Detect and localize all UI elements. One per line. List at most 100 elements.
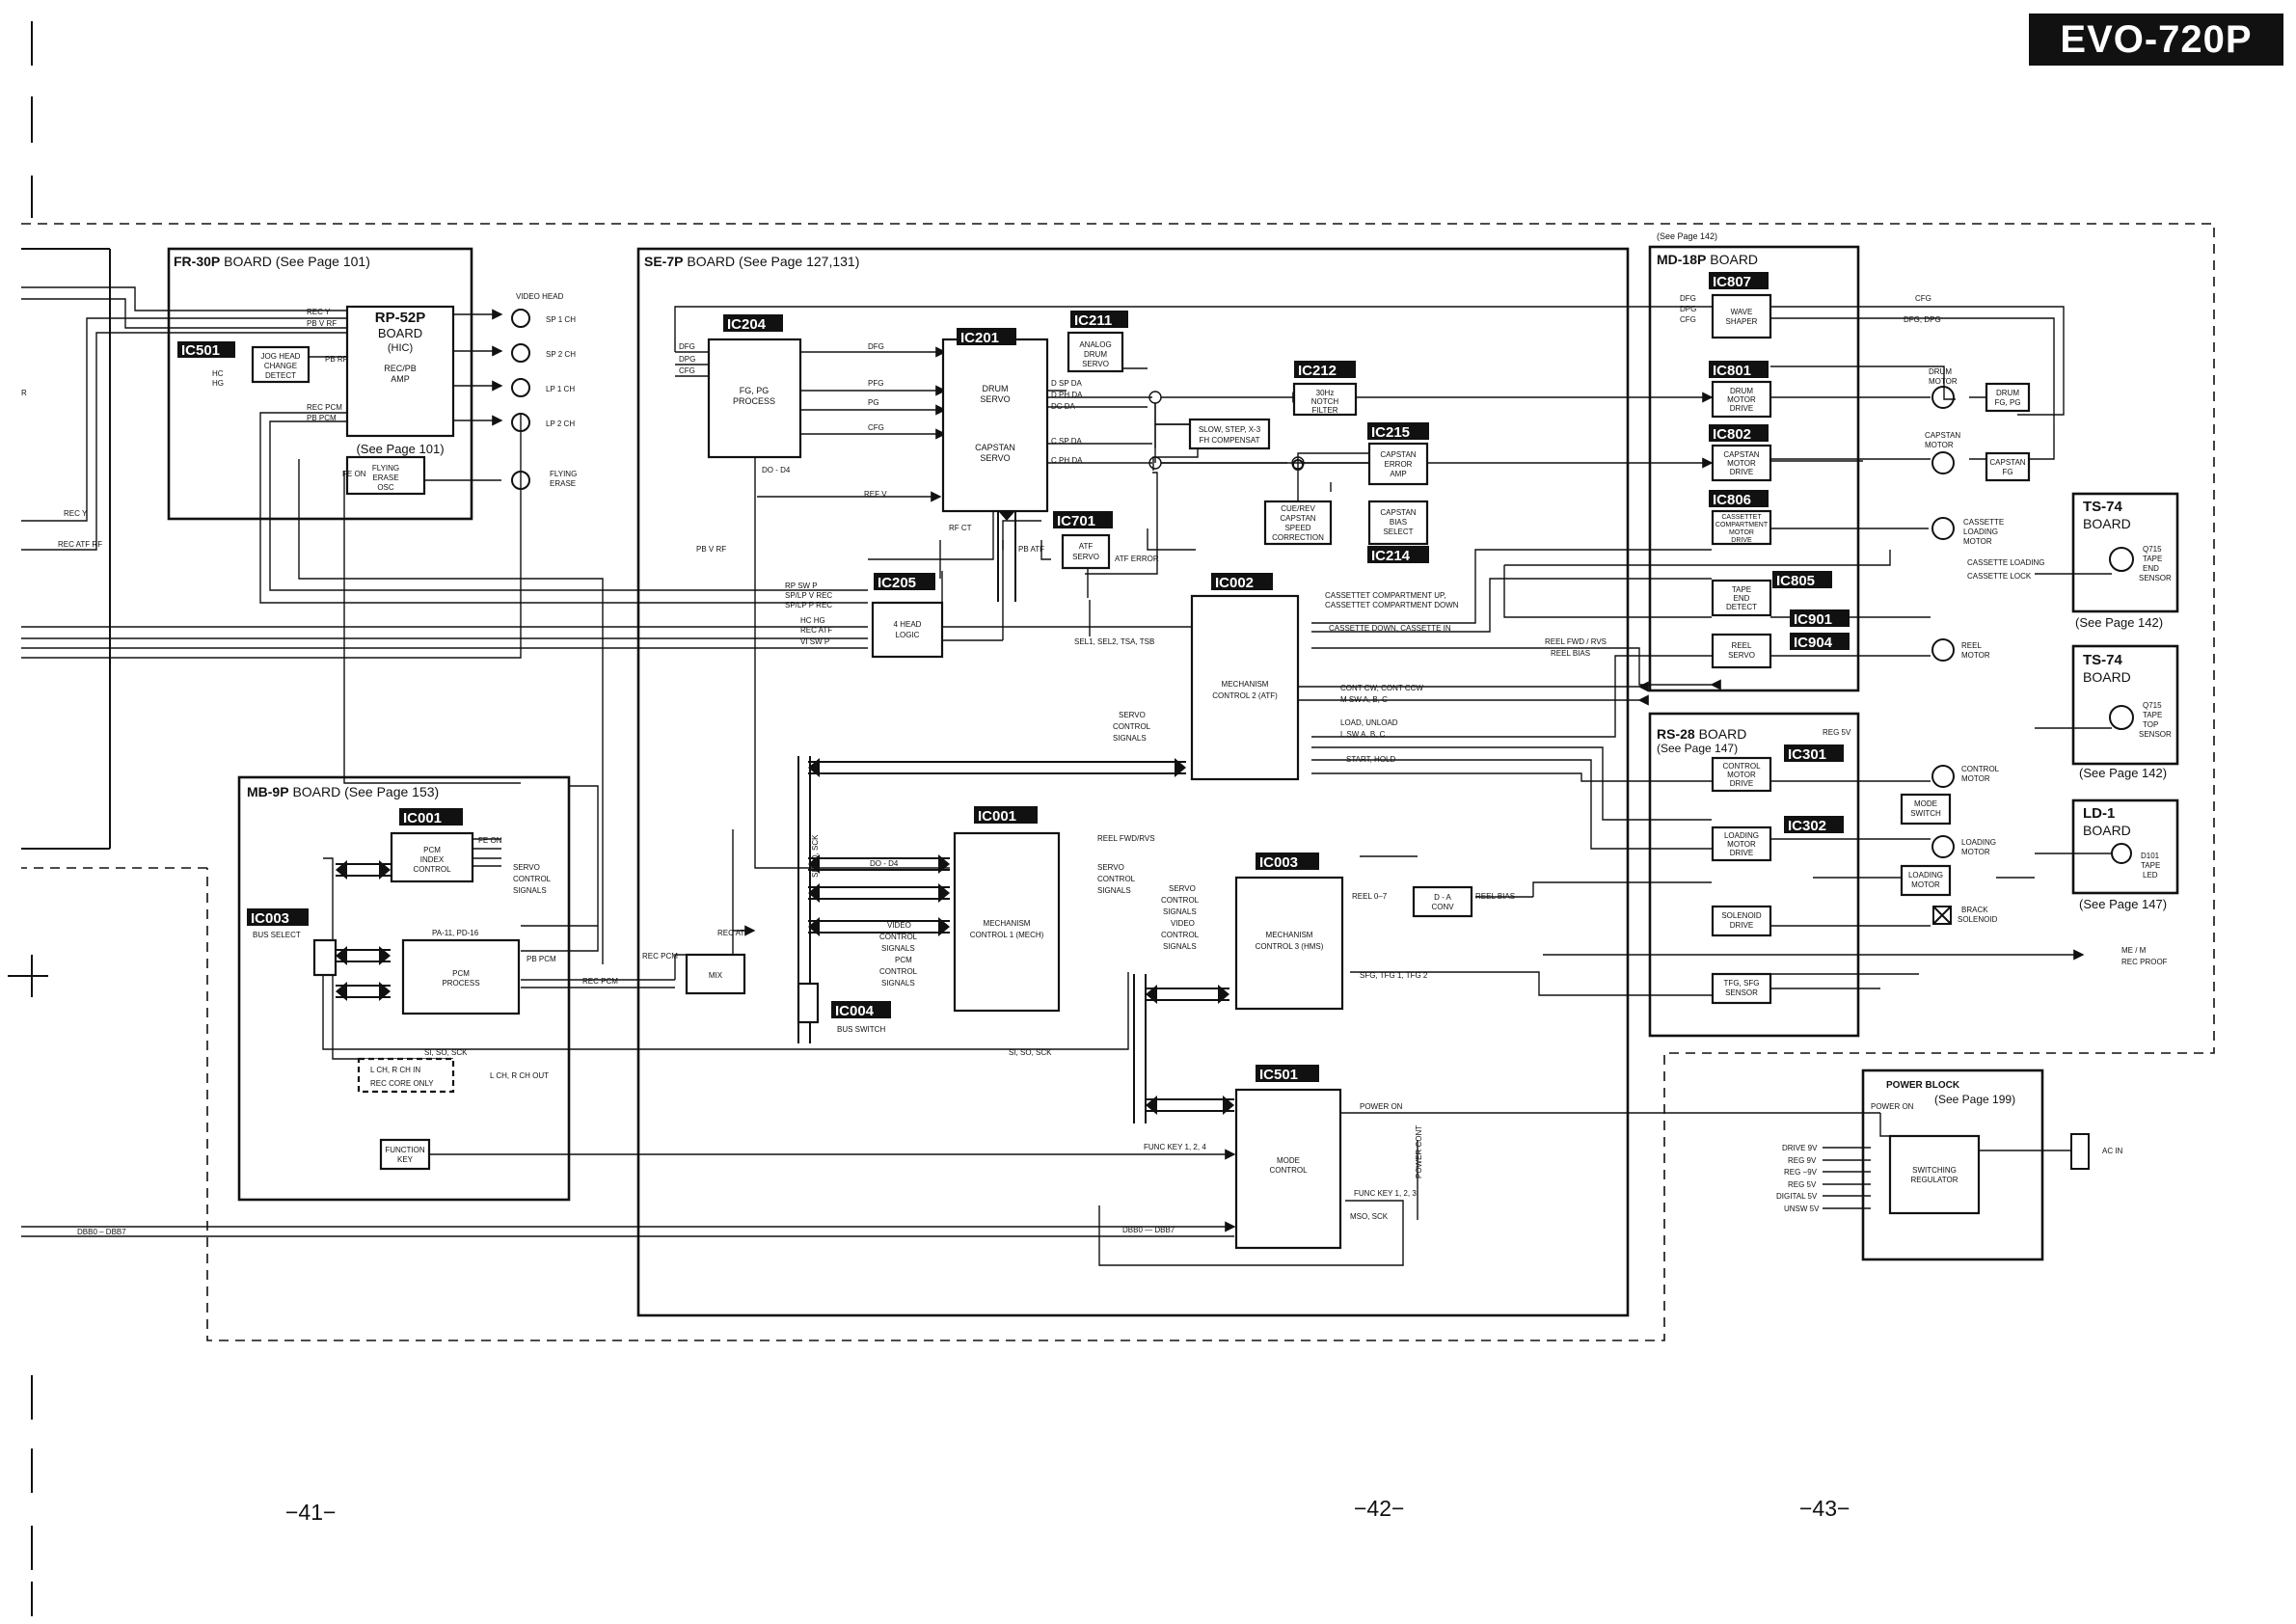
lbl-drive9: DRIVE 9V — [1782, 1144, 1818, 1152]
lbl-sp2: SP 2 CH — [546, 350, 576, 359]
badge-ic807: IC807 — [1713, 274, 1751, 290]
badge-ic212: IC212 — [1298, 363, 1337, 379]
lm-1: LOADING — [1908, 871, 1943, 880]
lbl-pb-v-rf-se: PB V RF — [696, 545, 726, 554]
dmd-1: DRUM — [1730, 387, 1753, 395]
board-ts74b: TS-74 BOARD (See Page 142) — [2071, 644, 2179, 780]
lbl-splp-v: SP/LP V REC — [785, 591, 832, 600]
lbl-db-right: DBB0 — DBB7 — [1122, 1226, 1175, 1234]
ccm-1: CASSETTET — [1721, 514, 1762, 521]
lbl-db-left: DBB0 – DBB7 — [77, 1228, 126, 1236]
lbl-vert-left: R — [21, 389, 27, 397]
lbl-lp2: LP 2 CH — [546, 420, 575, 428]
notch-3: FILTER — [1312, 406, 1338, 415]
badge-ic001-mb: IC001 — [403, 810, 442, 826]
notch-1: 30Hz — [1316, 389, 1335, 397]
cea-1: CAPSTAN — [1380, 450, 1416, 459]
mc1-1: MECHANISM — [984, 919, 1031, 928]
pii-1: PCM — [423, 846, 441, 854]
board-ts74b-sub: BOARD — [2083, 669, 2131, 685]
rs-2: SERVO — [1728, 651, 1755, 660]
bus-lines — [336, 501, 1234, 1123]
badge-ic002: IC002 — [1215, 575, 1254, 591]
lbl-sel: SEL1, SEL2, TSA, TSB — [1074, 637, 1154, 646]
badge-ic806: IC806 — [1713, 492, 1751, 508]
board-power: POWER BLOCK (See Page 199) — [1861, 1069, 2044, 1261]
pii-2: INDEX — [420, 855, 445, 864]
ws-2: SHAPER — [1726, 317, 1758, 326]
lbl-mc1-in1: VIDEO — [887, 921, 911, 930]
lbl-cfg: CFG — [679, 366, 695, 375]
mode-2: CONTROL — [1269, 1166, 1308, 1175]
board-se7p: SE-7P BOARD (See Page 127,131) — [636, 247, 1630, 1317]
lbl-rec-pcm-mix: REC PCM — [642, 952, 678, 961]
board-ts74b-see: (See Page 142) — [2079, 766, 2167, 780]
slow-1: SLOW, STEP, X-3 — [1199, 425, 1261, 434]
lbl-bus-select: BUS SELECT — [253, 931, 301, 939]
lbl-wave-in2: DPG — [1680, 305, 1696, 313]
lbl-dfg: DFG — [679, 342, 695, 351]
cbs-1: CAPSTAN — [1380, 508, 1416, 517]
lbl-d-sp-da: D SP DA — [1051, 379, 1083, 388]
lbl-pb-atf: PB ATF — [1018, 545, 1044, 554]
lmd-3: DRIVE — [1730, 849, 1753, 857]
tfg-1: TFG, SFG — [1724, 979, 1760, 988]
board-ld1-title: LD-1 — [2083, 805, 2115, 822]
board-se7p-suffix: BOARD (See Page 127,131) — [683, 254, 859, 269]
lbl-atf-error: ATF ERROR — [1115, 555, 1159, 563]
lbl-pb-pcm-mb: PB PCM — [527, 955, 556, 963]
page-numbers: −41− −42− −43− — [285, 1496, 1850, 1525]
drum-2: SERVO — [980, 394, 1010, 404]
pii-3: CONTROL — [413, 865, 451, 874]
lbl-mc1-out1: SERVO — [1097, 863, 1124, 872]
lbl-ctrl-motor1: CONTROL — [1961, 765, 2000, 773]
ccm-2: COMPARTMENT — [1715, 522, 1769, 528]
cue-2: CAPSTAN — [1280, 514, 1315, 523]
lbl-hc-hg: HC HG — [800, 616, 825, 625]
lbl-wave-in3: CFG — [1680, 315, 1696, 324]
lbl-reel-motor1: REEL — [1961, 641, 1982, 650]
badge-ic802: IC802 — [1713, 426, 1751, 443]
lbl-ctrl-motor2: MOTOR — [1961, 774, 1990, 783]
lbl-pb-pcm: PB PCM — [307, 414, 337, 422]
board-md18p: (See Page 142) MD-18P BOARD — [1648, 231, 1860, 692]
badge-ic805: IC805 — [1776, 573, 1815, 589]
lbl-fe-on-mb: FE ON — [478, 836, 502, 845]
svg-text:FR-30P BOARD (See Page 101): FR-30P BOARD (See Page 101) — [174, 254, 370, 269]
lbl-load-motor2: MOTOR — [1961, 848, 1990, 856]
fg-2: PROCESS — [733, 396, 775, 406]
lbl-rp-sw-p: RP SW P — [785, 582, 818, 590]
ctm-2: MOTOR — [1727, 771, 1756, 779]
lbl-mso-sck: MSO, SCK — [1350, 1212, 1389, 1221]
pcmp-1: PCM — [452, 969, 470, 978]
lbl-cap-motor2: MOTOR — [1925, 441, 1954, 449]
rp52p-see: (See Page 101) — [356, 442, 444, 456]
lbl-cont-cw: CONT CW, CONT CCW — [1340, 684, 1423, 692]
sw-2: REGULATOR — [1910, 1176, 1958, 1184]
badge-ic205: IC205 — [878, 575, 916, 591]
lbl-cfg-r: CFG — [1915, 294, 1931, 303]
lbl-power-on-pb: POWER ON — [1871, 1102, 1914, 1111]
cea-2: ERROR — [1385, 460, 1413, 469]
ccm-3: MOTOR — [1729, 529, 1754, 536]
lbl-brake1: BRACK — [1961, 906, 1988, 914]
lbl-mc1-out3: SIGNALS — [1097, 886, 1131, 895]
lbl-dig5: DIGITAL 5V — [1776, 1192, 1818, 1201]
lbl-pb-v-rf: PB V RF — [307, 319, 337, 328]
page-number-43: −43− — [1799, 1496, 1850, 1521]
margin-ticks — [8, 21, 48, 1616]
board-rs28: RS-28 BOARD (See Page 147) — [1648, 712, 1860, 1038]
lbl-si-so-sck-mb: SI, SO, SCK — [424, 1048, 468, 1057]
lbl-bus-switch: BUS SWITCH — [837, 1025, 885, 1034]
ted-2: END — [1734, 594, 1750, 603]
lbl-lp1: LP 1 CH — [546, 385, 575, 393]
lbl-lch2: REC CORE ONLY — [370, 1079, 434, 1088]
lbl-load-motor1: LOADING — [1961, 838, 1996, 847]
lbl-rf-ct: RF CT — [949, 524, 972, 532]
lbl-ac-in: AC IN — [2102, 1147, 2123, 1155]
lbl-mc1-out2: CONTROL — [1097, 875, 1136, 883]
page-number-41: −41− — [285, 1500, 336, 1525]
board-fr30p: FR-30P BOARD (See Page 101) — [167, 247, 473, 521]
cmd-2: MOTOR — [1727, 459, 1756, 468]
jog-3: DETECT — [265, 371, 296, 380]
